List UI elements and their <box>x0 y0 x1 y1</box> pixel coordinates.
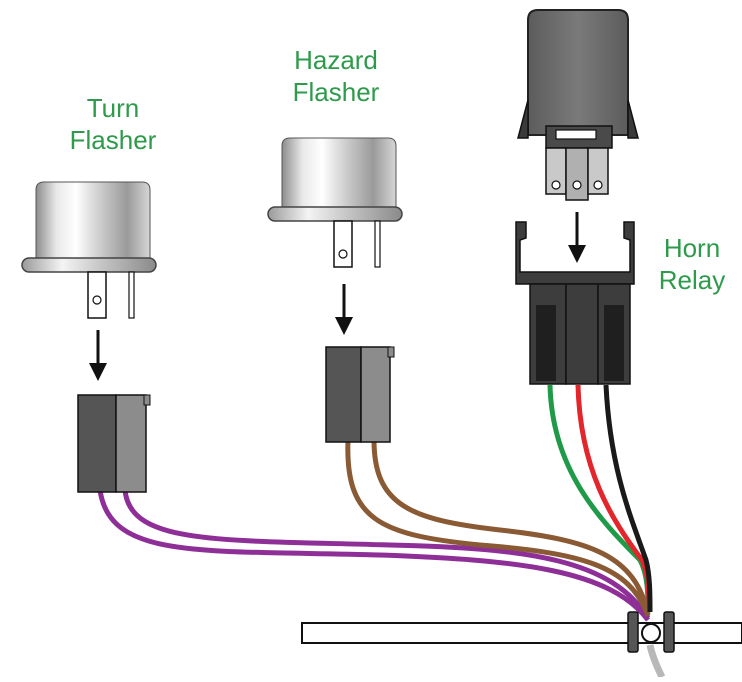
horn-relay-pin-hole-1 <box>551 180 561 190</box>
hazard-connector-dark <box>325 346 362 443</box>
horn-relay-pin-hole-3 <box>593 180 603 190</box>
horn-relay-socket-inner-right <box>604 305 624 381</box>
horn-relay-label: Horn Relay <box>652 232 732 296</box>
hazard-flasher <box>267 137 403 443</box>
horn-relay-pin-right <box>587 147 609 195</box>
turn-connector-light <box>115 394 147 493</box>
turn-flasher-label-line-1: Turn <box>86 93 140 123</box>
horn-relay-slot <box>555 129 597 140</box>
hazard-flasher-label-line-1: Hazard <box>294 45 378 75</box>
firewall-bar <box>301 611 742 679</box>
hazard-flasher-label: Hazard Flasher <box>281 44 391 108</box>
hazard-connector-light <box>360 346 391 443</box>
turn-flasher-label-line-2: Flasher <box>69 125 157 155</box>
horn-relay-flange-left <box>517 99 529 139</box>
hazard-connector-tab <box>387 346 395 358</box>
hazard-flasher-terminal-1 <box>333 220 353 268</box>
horn-relay-pin-center <box>565 147 589 201</box>
horn-relay-pin-hole-2 <box>572 180 582 190</box>
wires <box>97 384 653 622</box>
turn-flasher-terminal-hole <box>92 295 102 305</box>
hazard-flasher-can <box>281 137 397 213</box>
hazard-flasher-rim <box>267 206 403 222</box>
turn-connector-tab <box>143 394 151 406</box>
wire-gray-exit <box>646 644 666 679</box>
wire-black <box>603 384 653 613</box>
grommet-hole <box>641 623 661 643</box>
bar-body <box>301 622 742 644</box>
turn-connector-dark <box>77 394 117 493</box>
horn-relay-label-line-1: Horn <box>663 233 721 263</box>
hazard-flasher-terminal-2 <box>374 220 381 268</box>
turn-flasher-rim <box>21 257 157 273</box>
horn-relay-flange-right <box>627 99 639 139</box>
wire-purple-1 <box>97 489 650 622</box>
turn-flasher-terminal-1 <box>87 271 107 319</box>
horn-relay-body <box>527 9 629 136</box>
turn-flasher-can <box>35 181 151 263</box>
wire-purple-2 <box>122 489 651 620</box>
wire-brown-1 <box>345 439 651 617</box>
horn-relay <box>515 9 639 385</box>
grommet-right <box>663 611 675 653</box>
hazard-flasher-terminal-hole <box>338 249 348 259</box>
turn-flasher-terminal-2 <box>128 271 135 319</box>
horn-relay-label-line-2: Relay <box>658 265 726 295</box>
wire-brown-2 <box>371 439 651 615</box>
horn-relay-socket-clips <box>515 221 635 285</box>
grommet-left <box>627 611 639 653</box>
turn-flasher <box>21 181 157 493</box>
horn-relay-socket-inner-left <box>536 305 556 381</box>
turn-flasher-label: Turn Flasher <box>58 92 168 156</box>
hazard-flasher-label-line-2: Flasher <box>292 77 380 107</box>
horn-relay-socket-center <box>565 283 599 385</box>
